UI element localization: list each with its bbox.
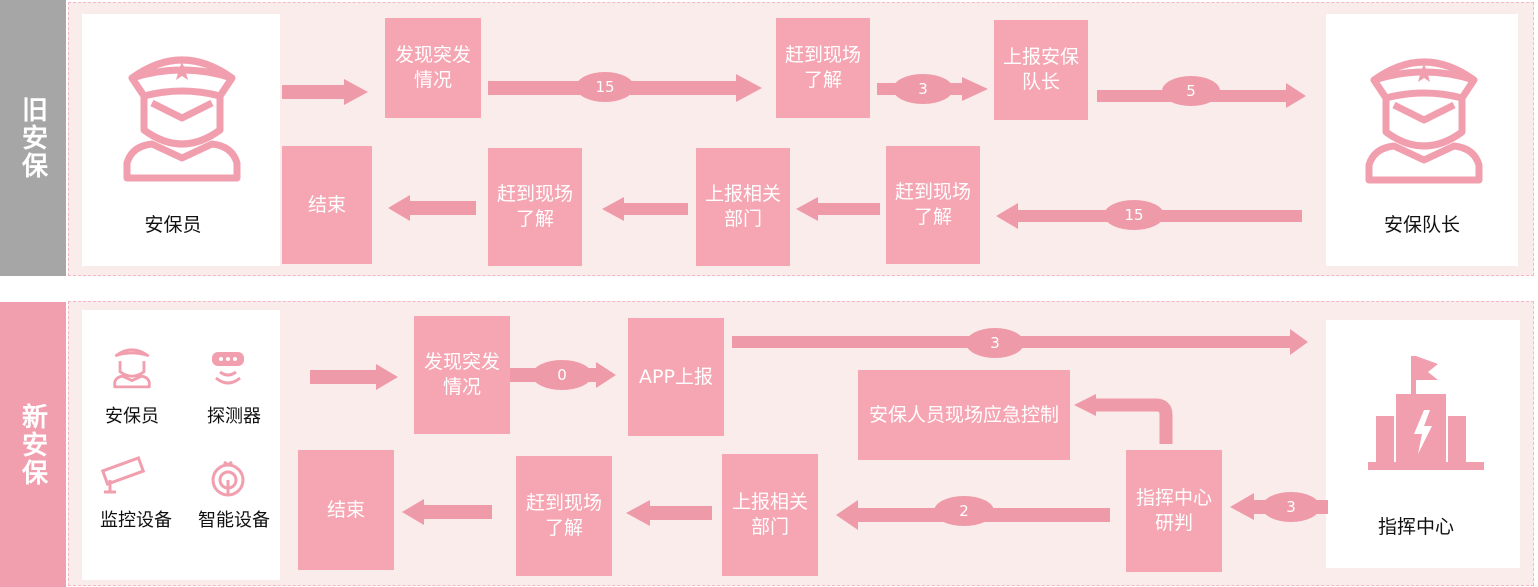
old-report-captain-box: 上报安保队长 — [994, 20, 1088, 120]
old-duration-pill-4: 15 — [1104, 200, 1164, 230]
old-arrive-box-3: 赶到现场了解 — [488, 148, 582, 266]
old-report-dept-box: 上报相关部门 — [696, 148, 790, 266]
guard-small-label: 安保员 — [105, 406, 159, 427]
old-duration-pill-3: 5 — [1162, 76, 1220, 106]
new-security-label: 新安保 — [0, 302, 66, 587]
new-report-dept-box: 上报相关部门 — [722, 454, 818, 576]
command-center-card: 指挥中心 — [1326, 320, 1520, 568]
security-captain-card: 安保队长 — [1326, 14, 1518, 266]
new-onsite-control-box: 安保人员现场应急控制 — [858, 370, 1070, 460]
detector-label: 探测器 — [207, 406, 261, 427]
old-arrive-box-2: 赶到现场了解 — [886, 146, 980, 264]
security-captain-icon — [1365, 58, 1483, 184]
devices-card: 安保员 探测器 监控设备 智能设备 — [82, 310, 280, 580]
smart-device-label: 智能设备 — [198, 510, 270, 531]
security-guard-card: 安保员 — [82, 14, 280, 266]
command-center-label: 指挥中心 — [1377, 516, 1454, 538]
command-center-icon — [1368, 356, 1484, 470]
old-security-label: 旧安保 — [0, 0, 66, 276]
guard-small-icon — [113, 348, 151, 389]
old-duration-pill-2: 3 — [893, 74, 953, 104]
new-command-judge-box: 指挥中心研判 — [1126, 450, 1222, 572]
camera-icon — [100, 456, 146, 494]
old-discover-box: 发现突发情况 — [385, 18, 481, 118]
new-duration-pill-2: 3 — [966, 328, 1024, 358]
old-end-box: 结束 — [282, 146, 372, 264]
new-app-report-box: APP上报 — [628, 318, 724, 436]
new-duration-pill-1: 0 — [532, 360, 592, 390]
security-captain-label: 安保队长 — [1383, 214, 1460, 236]
security-guard-label: 安保员 — [144, 214, 202, 236]
new-end-box: 结束 — [298, 450, 394, 570]
camera-label: 监控设备 — [100, 510, 172, 531]
new-duration-pill-3: 3 — [1262, 492, 1320, 522]
new-duration-pill-4: 2 — [934, 496, 994, 526]
new-arrive-box: 赶到现场了解 — [516, 456, 612, 576]
smart-device-icon — [211, 460, 245, 497]
old-duration-pill-1: 15 — [576, 72, 634, 102]
detector-icon — [212, 352, 244, 385]
new-discover-box: 发现突发情况 — [414, 316, 510, 434]
security-guard-icon — [123, 56, 241, 182]
old-arrive-box-1: 赶到现场了解 — [776, 18, 870, 118]
